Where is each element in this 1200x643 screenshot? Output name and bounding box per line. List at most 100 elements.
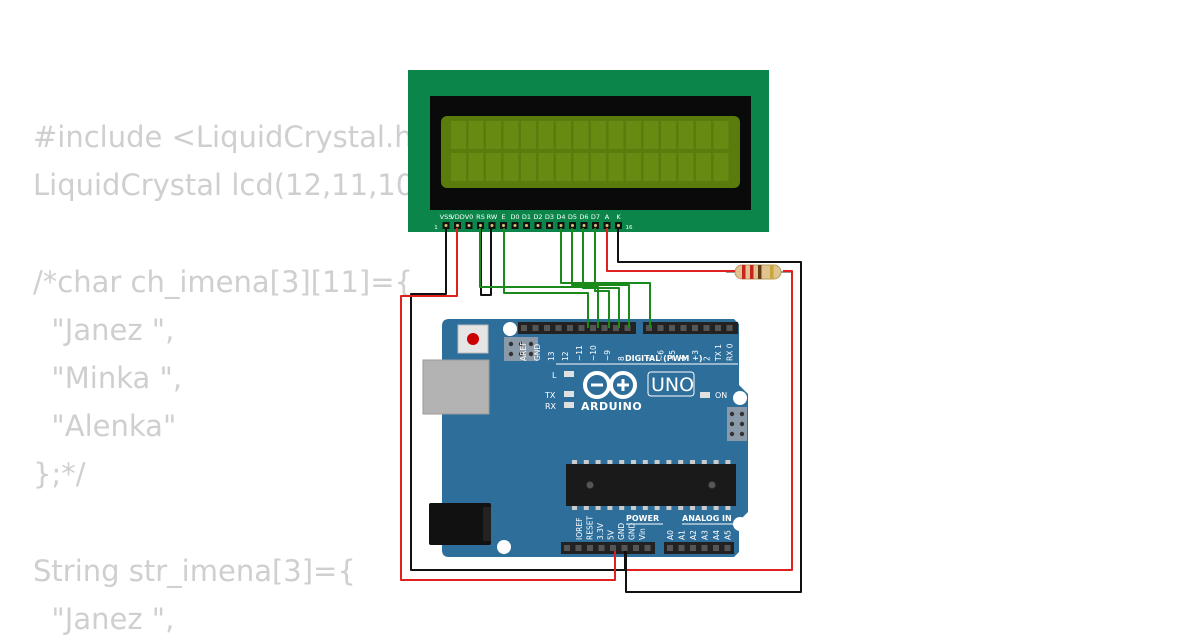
digital-pin-label: 2 [703, 356, 712, 361]
analog-pin-label: A5 [724, 530, 733, 540]
power-pin-label: IOREF [575, 518, 584, 540]
resistor[interactable] [726, 264, 793, 280]
header-hole [624, 325, 631, 331]
lcd-cell [591, 121, 606, 149]
wire-5v-a [606, 228, 735, 272]
lcd-pin-label: VSS [440, 213, 453, 221]
header-hole [726, 325, 733, 331]
code-line: "Janez ", [33, 312, 175, 347]
header-hole [555, 325, 562, 331]
header-hole [633, 545, 639, 551]
lcd-pin-pad [594, 224, 597, 227]
lcd-cell [503, 153, 519, 181]
lcd-cell [713, 153, 729, 181]
mounting-hole [733, 391, 747, 405]
microcontroller-chip [566, 460, 736, 510]
dc-jack [429, 503, 491, 545]
lcd-pin-pad [605, 224, 609, 227]
lcd-cell [451, 121, 466, 149]
analog-pin-label: A0 [666, 530, 675, 540]
header-hole [567, 325, 573, 331]
power-pin-label: GND [628, 523, 637, 540]
lcd-cell [468, 153, 484, 181]
lcd-pin-pad [571, 224, 574, 227]
reset-button-cap [467, 333, 479, 345]
wire-rs-d12 [479, 228, 599, 328]
lcd-pin-first: 1 [434, 225, 438, 231]
wire-d7-d7 [594, 228, 610, 328]
wire-gnd-rw [480, 228, 492, 296]
uno-badge [647, 371, 695, 397]
lcd-pin-label: RW [487, 213, 498, 221]
digital-pin-label: 4 [680, 356, 689, 361]
power-header [561, 542, 655, 554]
header-hole [544, 325, 550, 331]
lcd-pin-label: A [605, 213, 610, 221]
lcd-cell [643, 153, 659, 181]
dc-jack-edge [483, 507, 491, 541]
power-pin-label: 3.3V [596, 522, 605, 540]
digital-header-right [643, 322, 738, 334]
lcd-cell [678, 153, 694, 181]
usb-port [422, 359, 490, 415]
lcd-cell [608, 153, 624, 181]
lcd-pin-pad [456, 224, 459, 227]
lcd-pin-pad [467, 224, 471, 227]
header-hole [724, 545, 731, 551]
power-pin-label: GND [617, 523, 626, 540]
header-hole [532, 325, 539, 331]
lcd-pin-pad [548, 224, 551, 227]
lcd-cell [696, 121, 711, 149]
led-rx: RX [545, 402, 574, 411]
header-hole [715, 325, 721, 331]
lcd-cell [538, 121, 554, 149]
wires [400, 228, 802, 593]
lcd-pin-pad [444, 224, 448, 227]
header-hole [667, 545, 673, 551]
wire-d4-d10 [560, 228, 651, 328]
header-hole [610, 545, 616, 551]
digital-pin-label: RX 0 [726, 343, 735, 361]
code-line: };*/ [33, 457, 86, 492]
lcd-pin-pad [617, 224, 620, 227]
led-rx-label: RX [545, 402, 557, 411]
header-hole [713, 545, 719, 551]
digital-pin-label: ~3 [691, 350, 700, 361]
header-hole [701, 545, 708, 551]
header-hole [703, 325, 710, 331]
lcd-cell [486, 121, 501, 149]
lcd-cell [573, 121, 589, 149]
code-line: String str_imena[3]={ [33, 553, 356, 588]
header-hole [690, 545, 696, 551]
lcd-cell [538, 153, 554, 181]
digital-pin-label: TX 1 [714, 344, 723, 362]
lcd-cell [573, 153, 589, 181]
header-hole [587, 545, 593, 551]
led-l: L [552, 371, 574, 380]
lcd-pin-pad [490, 224, 494, 227]
power-pin-label: Vin [638, 528, 647, 540]
wire-d5-d9 [571, 228, 630, 328]
icsp-header-right [727, 407, 747, 441]
lcd-pin-pad [559, 224, 563, 227]
lcd-pin-label: D7 [591, 213, 600, 221]
digital-pin-label: ~11 [575, 345, 584, 361]
lcd-cell [626, 153, 641, 181]
lcd-pin-label: D2 [533, 213, 542, 221]
digital-pin-label: 12 [561, 351, 570, 361]
analog-pin-label: A2 [689, 530, 698, 540]
arduino-logo-icon [583, 371, 637, 399]
lcd-pin-pad [513, 224, 517, 227]
lcd-pin-label: D6 [579, 213, 588, 221]
lcd-cell [696, 153, 711, 181]
digital-pin-label: ~10 [589, 345, 598, 361]
lcd-cell [556, 121, 571, 149]
lcd-cell [643, 121, 659, 149]
lcd-pin-label: VDD [450, 213, 464, 221]
resistor-band [770, 265, 774, 279]
